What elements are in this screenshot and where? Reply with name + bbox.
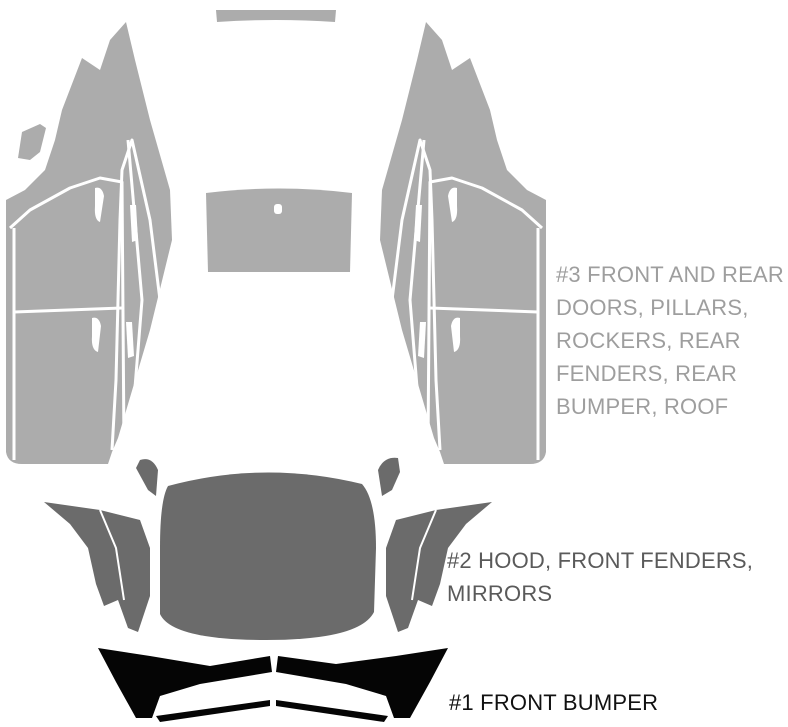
- label-line: DOORS, PILLARS,: [556, 295, 749, 320]
- left-side-body-panel: [6, 22, 172, 464]
- hood-group-label: #2 HOOD, FRONT FENDERS, MIRRORS: [447, 544, 753, 610]
- left-front-fender-panel: [44, 502, 150, 632]
- rear-panels-group: [6, 10, 546, 464]
- front-bumper-right-panel: [276, 648, 448, 718]
- rear-bumper-strip-panel: [216, 10, 336, 22]
- front-bumper-lower-right-strip: [276, 700, 388, 722]
- bumper-group-label: #1 FRONT BUMPER: [449, 686, 658, 719]
- label-line: #2 HOOD, FRONT FENDERS,: [447, 548, 754, 573]
- left-mirror-panel: [136, 459, 158, 496]
- label-line: #1 FRONT BUMPER: [449, 690, 659, 715]
- left-front-window-panel: [86, 116, 108, 156]
- hood-panel: [160, 472, 376, 640]
- front-bumper-left-panel: [98, 648, 272, 718]
- front-bumper-lower-left-strip: [156, 700, 270, 722]
- label-line: MIRRORS: [447, 581, 553, 606]
- left-quarter-window-panel: [18, 124, 46, 160]
- label-line: BUMPER, ROOF: [556, 394, 729, 419]
- label-line: FENDERS, REAR: [556, 361, 738, 386]
- label-line: ROCKERS, REAR: [556, 328, 741, 353]
- rear-group-label: #3 FRONT AND REAR DOORS, PILLARS, ROCKER…: [556, 258, 784, 423]
- right-mirror-panel: [378, 457, 400, 496]
- label-line: #3 FRONT AND REAR: [556, 262, 784, 287]
- handle-cutouts: [91, 187, 461, 358]
- roof-panel: [206, 188, 352, 272]
- front-bumper-group: [98, 648, 448, 722]
- right-side-body-panel: [380, 22, 546, 464]
- hood-fender-group: [44, 457, 492, 640]
